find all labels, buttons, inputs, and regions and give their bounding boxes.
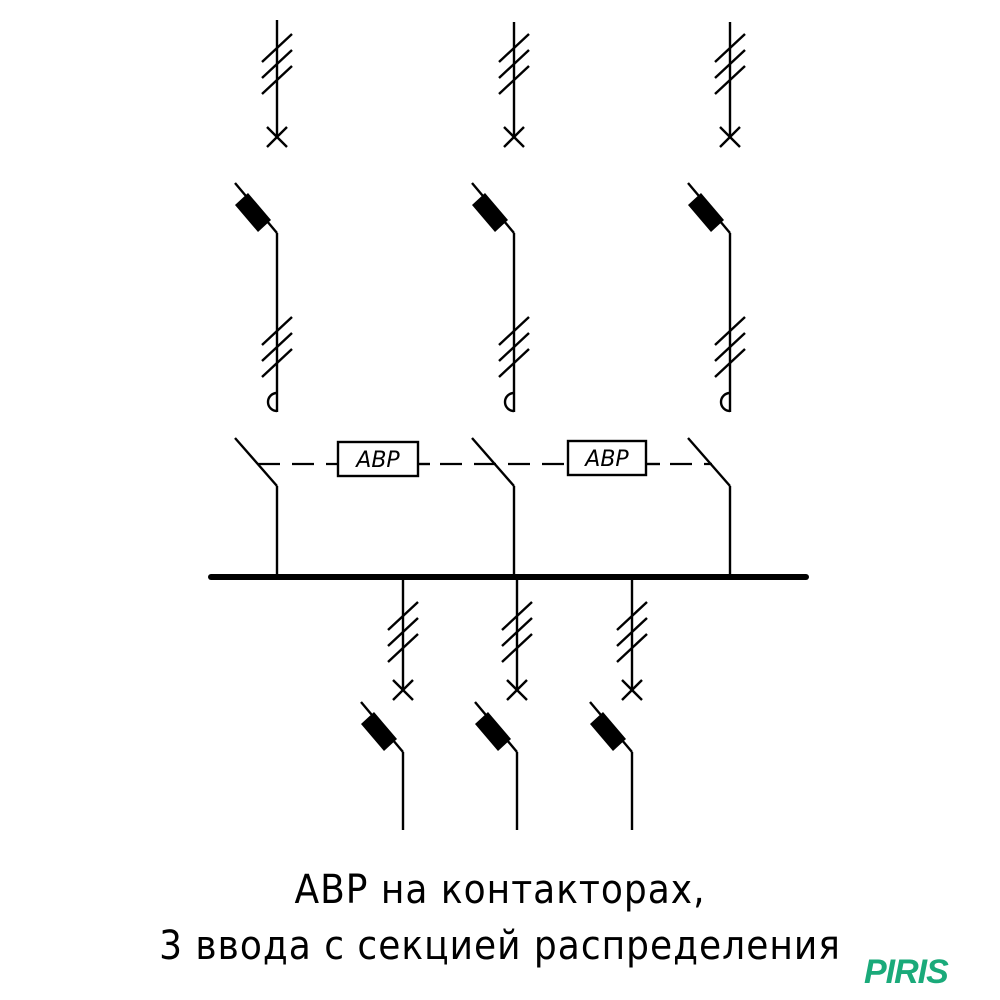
output-feeder-2 (473, 577, 534, 830)
circuit-breaker-icon (470, 181, 516, 235)
contactor-icon (470, 436, 516, 488)
ats-block-2: АВР (566, 439, 648, 477)
ats-label: АВР (354, 448, 400, 473)
circuit-breaker-icon (233, 181, 279, 235)
terminal-icon (503, 391, 515, 413)
ats-label: АВР (583, 447, 629, 472)
ats-interlock: АВР АВР (258, 439, 712, 478)
output-feeder-3 (588, 577, 649, 830)
diagram-title-line-2: 3 ввода с секцией распределения (159, 923, 841, 969)
ats-block-1: АВР (336, 440, 420, 478)
output-feeder-1 (359, 577, 420, 830)
circuit-breaker-icon (359, 700, 405, 754)
contactor-icon (233, 436, 279, 488)
contactor-icon (686, 436, 732, 488)
circuit-breaker-icon (686, 181, 732, 235)
terminal-icon (719, 391, 731, 413)
circuit-breaker-icon (588, 700, 634, 754)
input-feeder-3 (686, 22, 747, 577)
input-feeder-1 (233, 20, 294, 577)
diagram-title-line-1: АВР на контакторах, (294, 867, 706, 913)
input-feeder-2 (470, 22, 531, 577)
circuit-breaker-icon (473, 700, 519, 754)
brand-logo: PIRIS (864, 953, 949, 991)
terminal-icon (266, 391, 278, 413)
